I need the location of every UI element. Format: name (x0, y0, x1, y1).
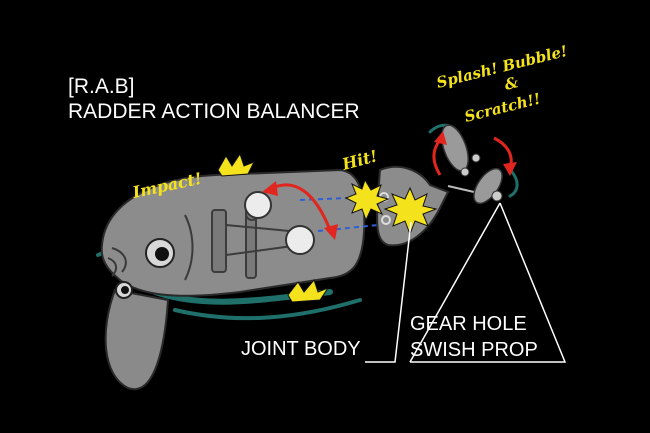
swish-prop-label: SWISH PROP (410, 339, 538, 361)
balancer-balls (244, 191, 315, 255)
impact-bursts (217, 152, 438, 303)
burst-impact-top (217, 152, 256, 177)
leader-lines (365, 202, 567, 363)
burst-impact-bottom (287, 278, 330, 303)
head-detail (107, 214, 194, 281)
splash-text-2: & (503, 73, 521, 94)
joint-body-label: JOINT BODY (241, 338, 361, 360)
eye (145, 238, 175, 268)
prop-arrows (432, 131, 517, 176)
tail-fin (104, 288, 170, 391)
lower-eye (115, 281, 133, 299)
burst-hit-1 (344, 178, 390, 222)
rab-title: [R.A.B] (68, 75, 135, 98)
gear-hole-leader (410, 202, 567, 363)
swing-arrow (262, 181, 338, 240)
rab-subtitle: RADDER ACTION BALANCER (68, 100, 360, 123)
swish-propeller (441, 124, 503, 205)
joint-body-leader (365, 221, 412, 363)
gear-hole-label: GEAR HOLE (410, 313, 527, 335)
